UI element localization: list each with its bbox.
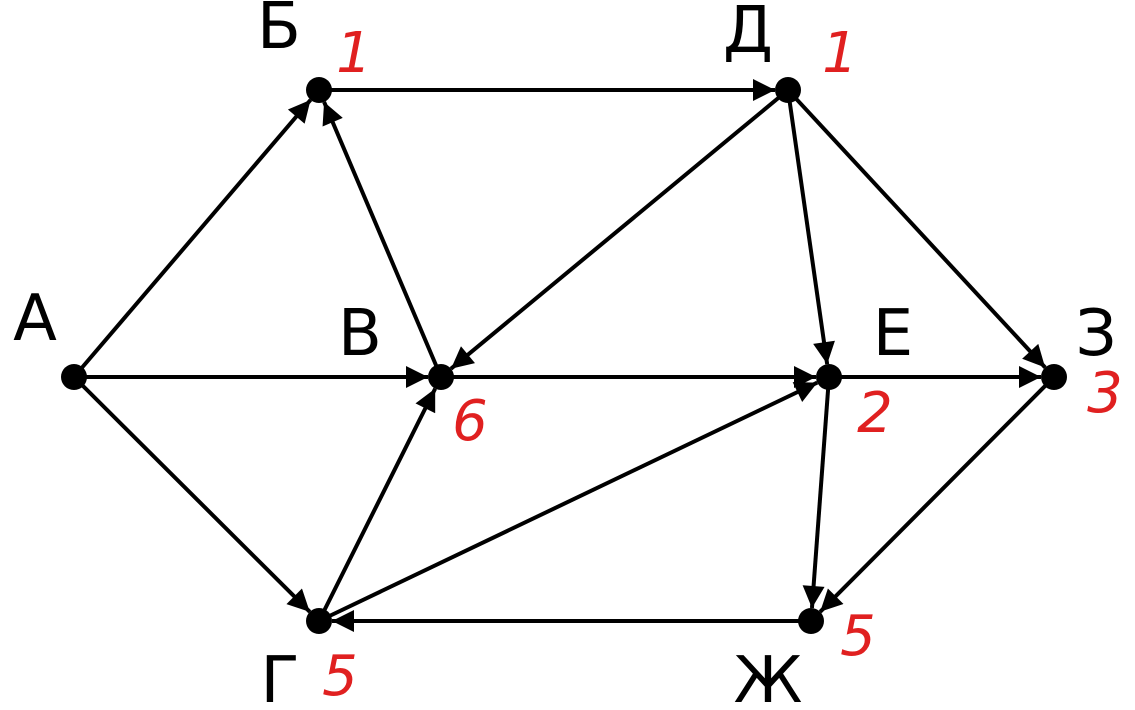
edge-G-V bbox=[322, 387, 437, 613]
weight-label-B: 1 bbox=[336, 21, 372, 86]
edge-A-G bbox=[80, 383, 312, 614]
edge-D-Z bbox=[794, 96, 1047, 369]
node-Zh bbox=[798, 608, 824, 634]
edge-A-B bbox=[79, 98, 313, 370]
node-G bbox=[306, 608, 332, 634]
node-label-Z: З bbox=[1075, 297, 1116, 371]
node-label-V: В bbox=[338, 297, 382, 371]
weight-labels: 1 6 5 1 2 5 3 bbox=[322, 21, 1123, 709]
node-label-B: Б bbox=[257, 0, 301, 64]
node-labels: А Б В Г Д Е Ж З bbox=[13, 0, 1116, 710]
node-Z bbox=[1041, 364, 1067, 390]
node-B bbox=[306, 77, 332, 103]
edge-Z-Zh bbox=[818, 383, 1048, 614]
node-label-A: А bbox=[13, 282, 57, 356]
weight-label-G: 5 bbox=[322, 644, 358, 709]
node-V bbox=[428, 364, 454, 390]
node-label-E: Е bbox=[873, 297, 913, 371]
node-D bbox=[775, 77, 801, 103]
weight-label-D: 1 bbox=[822, 21, 858, 86]
node-label-G: Г bbox=[260, 644, 299, 710]
edge-D-V bbox=[449, 95, 781, 371]
edges bbox=[79, 79, 1048, 632]
edge-E-Zh bbox=[802, 387, 831, 609]
edge-D-E bbox=[787, 100, 835, 365]
weight-label-Zh: 5 bbox=[840, 604, 876, 669]
node-label-D: Д bbox=[723, 0, 773, 68]
node-A bbox=[61, 364, 87, 390]
weight-label-V: 6 bbox=[452, 389, 488, 454]
edge-G-E bbox=[328, 380, 819, 619]
edge-V-B bbox=[322, 101, 439, 368]
weight-label-E: 2 bbox=[857, 381, 893, 446]
nodes bbox=[61, 77, 1067, 634]
node-label-Zh: Ж bbox=[734, 644, 803, 710]
node-E bbox=[816, 364, 842, 390]
weight-label-Z: 3 bbox=[1087, 361, 1123, 426]
